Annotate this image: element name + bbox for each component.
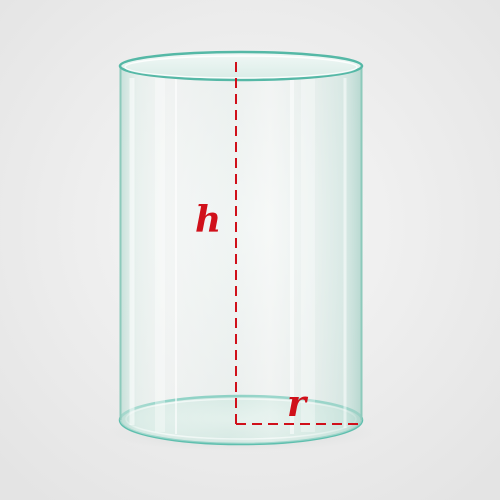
- radius-label: r: [287, 383, 306, 425]
- cylinder-body: [120, 66, 362, 444]
- cylinder-top-inner-rim: [124, 55, 358, 79]
- cylinder-top: [118, 50, 364, 82]
- glass-highlights: [129, 78, 347, 434]
- height-label: h: [195, 199, 222, 241]
